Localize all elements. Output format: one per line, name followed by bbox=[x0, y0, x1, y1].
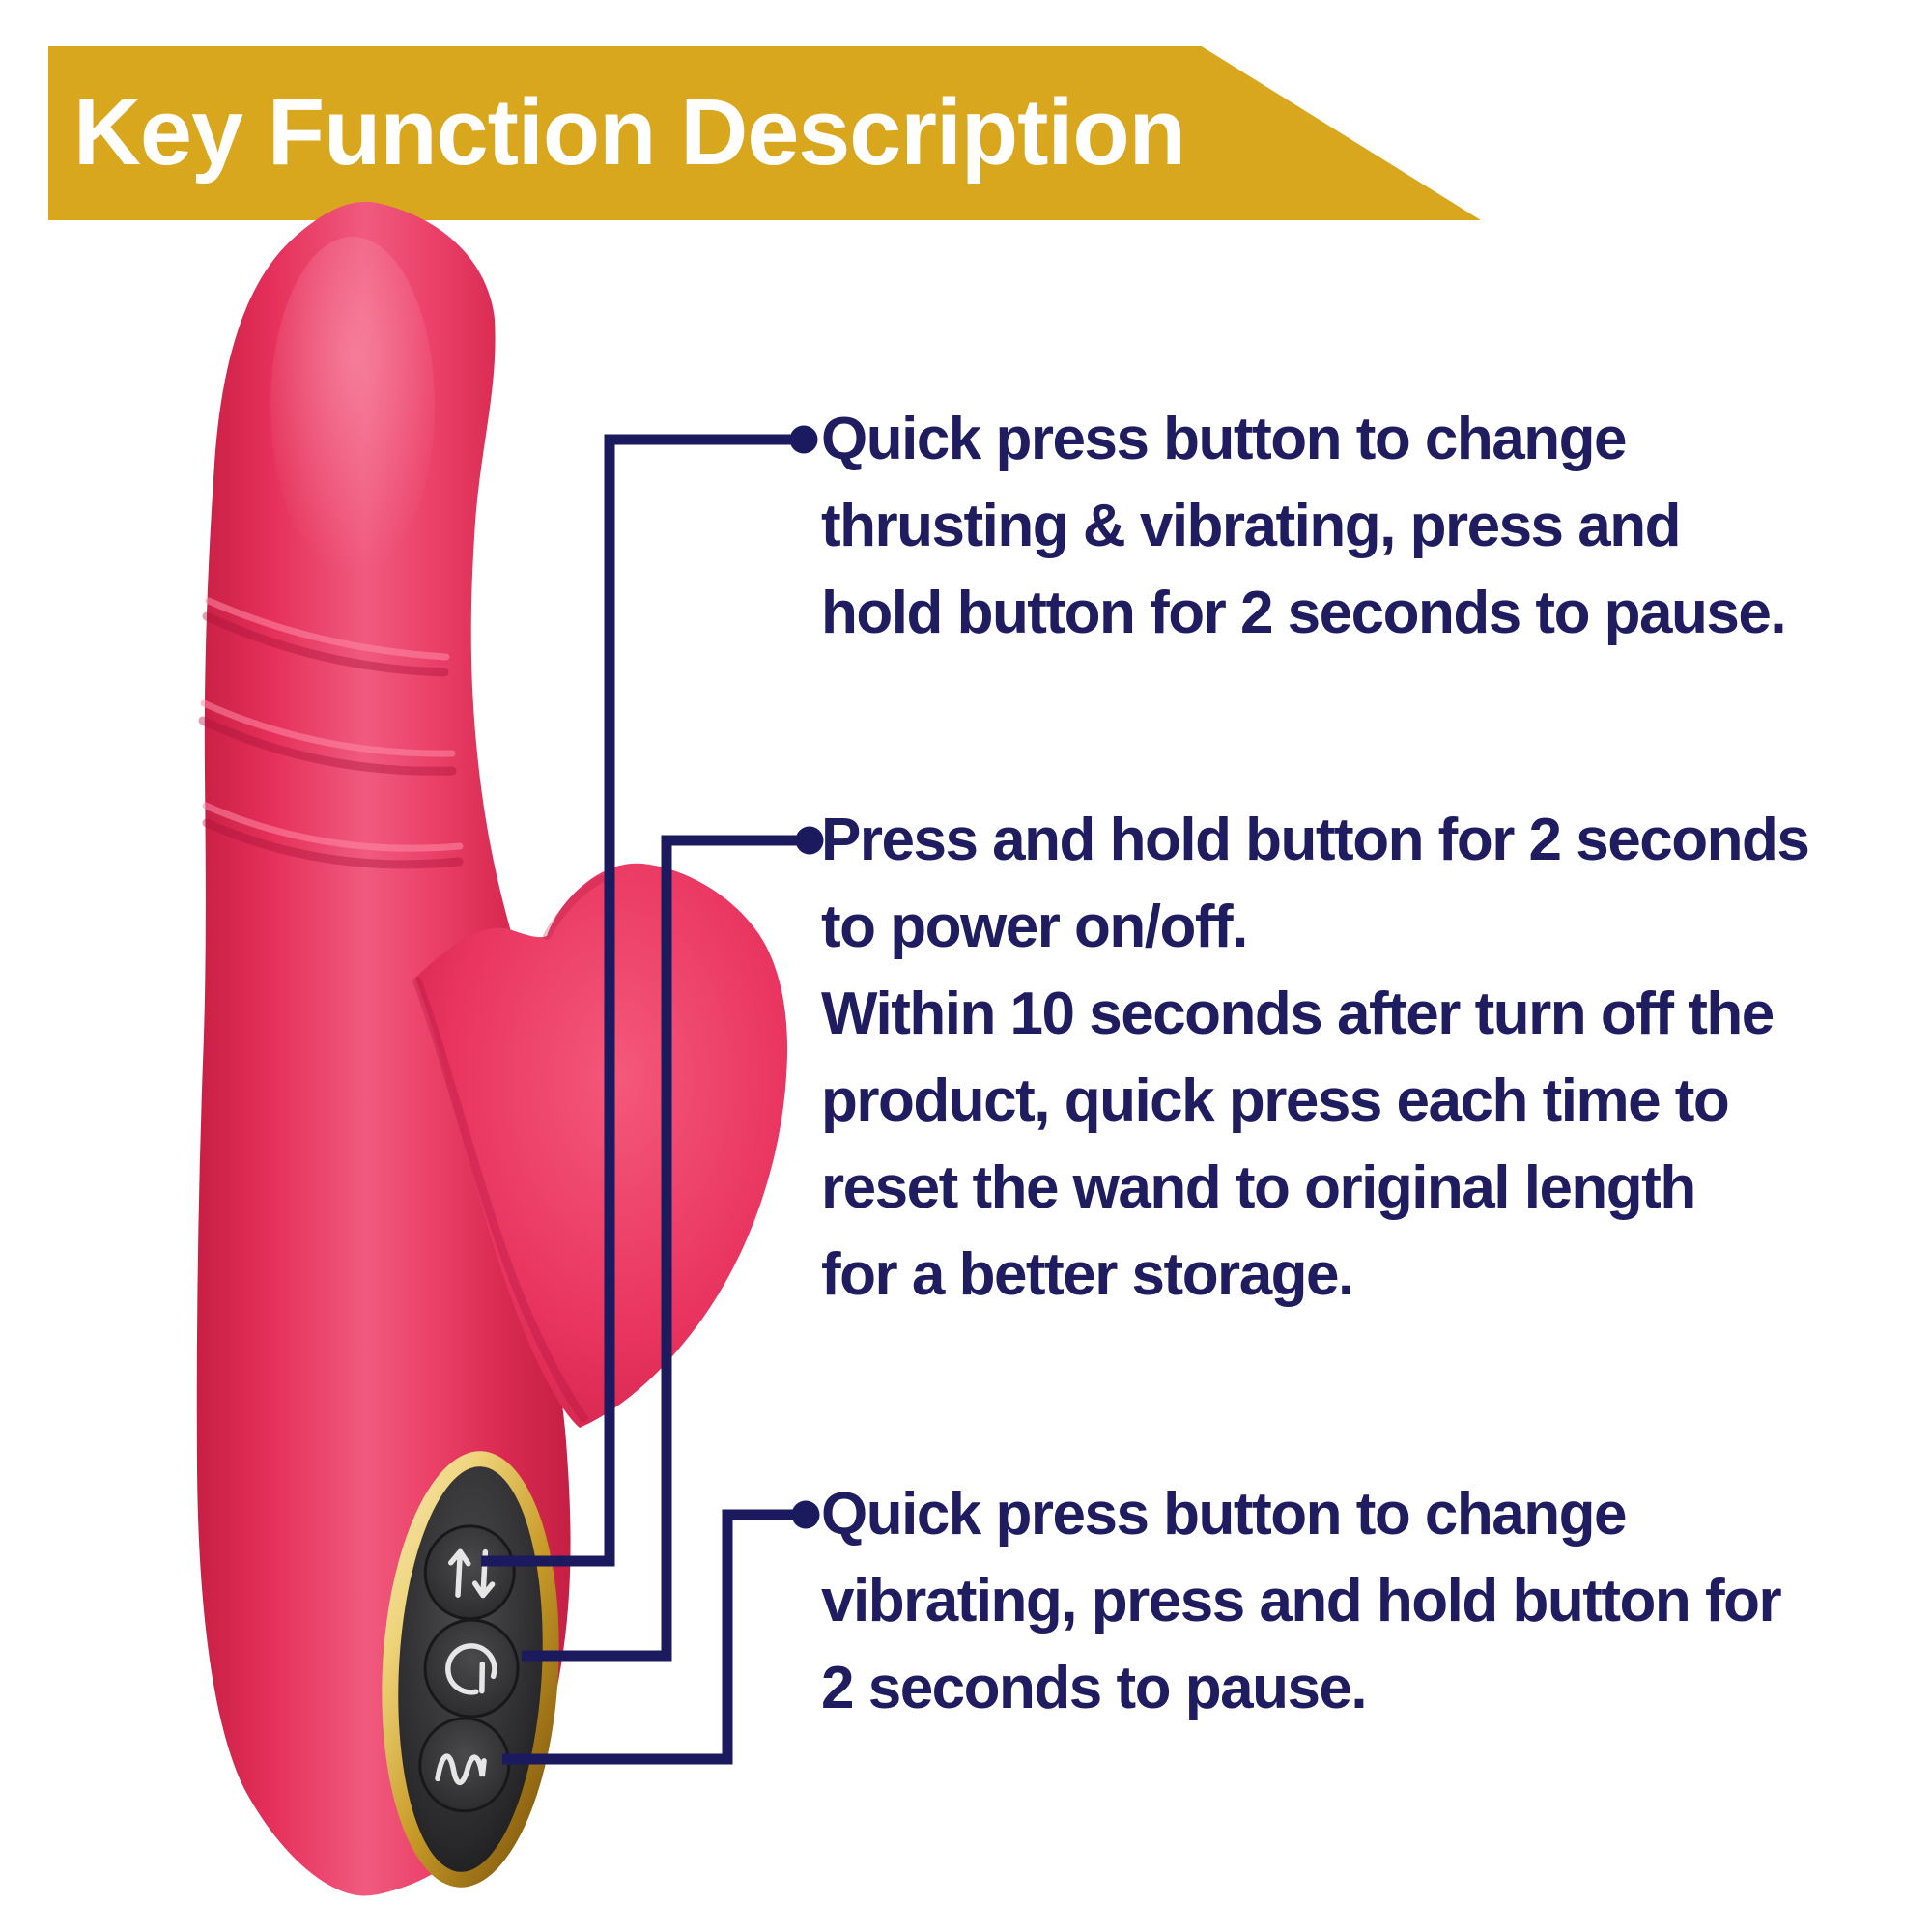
annotation-line: Quick press button to change bbox=[821, 1481, 1628, 1548]
annotation-line: thrusting & vibrating, press and bbox=[821, 493, 1682, 559]
annotation-line: to power on/off. bbox=[821, 894, 1248, 960]
annotation-line: product, quick press each time to bbox=[821, 1067, 1730, 1134]
annotation-line: for a better storage. bbox=[821, 1241, 1354, 1308]
connector-line-power bbox=[522, 835, 798, 1662]
page-title: Key Function Description bbox=[73, 79, 1186, 185]
shaft-ridges bbox=[198, 597, 464, 869]
power-button bbox=[423, 1618, 520, 1719]
connector-line-vibration bbox=[502, 1509, 794, 1765]
annotation-line: Press and hold button for 2 seconds bbox=[821, 807, 1810, 873]
annotation-line: Within 10 seconds after turn off the bbox=[821, 980, 1775, 1047]
product-body bbox=[196, 201, 788, 1896]
product-arm bbox=[415, 863, 788, 1428]
vibration-mode-button bbox=[418, 1717, 511, 1813]
arm-creases bbox=[412, 875, 605, 1423]
bullet-dot-vibration bbox=[791, 1500, 820, 1529]
annotation-line: vibrating, press and hold button for bbox=[821, 1568, 1782, 1634]
bullet-dot-power bbox=[795, 826, 824, 855]
annotation-line: 2 seconds to pause. bbox=[821, 1655, 1368, 1721]
annotation-line: reset the wand to original length bbox=[821, 1154, 1696, 1221]
power-icon bbox=[445, 1643, 497, 1695]
annotation-line: hold button for 2 seconds to pause. bbox=[821, 580, 1787, 646]
annotation-power-button: Press and hold button for 2 seconds to p… bbox=[821, 797, 1932, 1319]
callout-dots bbox=[789, 425, 824, 1529]
shaft-highlight bbox=[270, 237, 435, 575]
bullet-dot-thrust bbox=[789, 425, 818, 454]
annotation-line: Quick press button to change bbox=[821, 406, 1628, 472]
wave-icon bbox=[435, 1753, 487, 1786]
annotation-thrust-button: Quick press button to change thrusting &… bbox=[821, 396, 1932, 657]
title-banner: Key Function Description bbox=[48, 46, 1481, 220]
callout-connectors bbox=[481, 434, 798, 1765]
connector-line-thrust bbox=[481, 434, 792, 1567]
annotation-vibration-button: Quick press button to change vibrating, … bbox=[821, 1471, 1932, 1732]
